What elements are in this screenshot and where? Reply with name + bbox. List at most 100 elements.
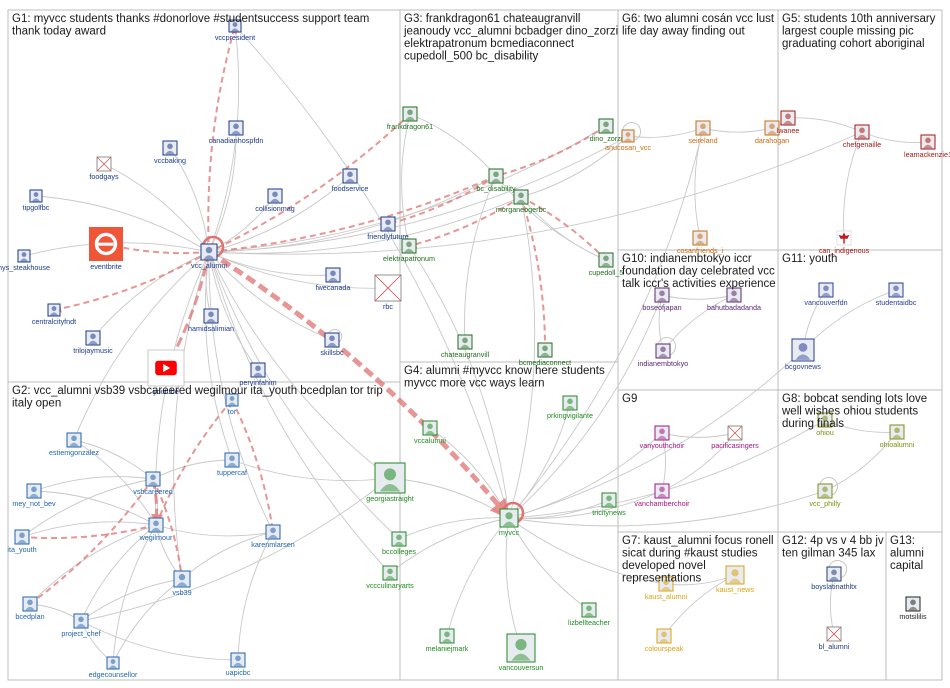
node-rbc: rbc [374, 274, 402, 311]
profile-photo-icon [658, 576, 674, 592]
group-title-g9: G9 [622, 393, 637, 405]
edge-morganeogerbc-anucosan_vcc [520, 135, 629, 198]
profile-photo-icon [325, 267, 341, 283]
missing-image-icon [96, 156, 112, 172]
profile-photo-icon [457, 334, 473, 350]
profile-photo-icon [148, 517, 164, 533]
node-foodservice: foodservice [332, 168, 368, 193]
profile-photo-icon [230, 652, 246, 668]
group-box-g11 [777, 249, 943, 391]
edge-strong-morganeogerbc-elektrapatronum [408, 196, 522, 249]
node-myvcc: myvcc [499, 508, 520, 537]
group-title-line: G5: students 10th anniversary [782, 13, 936, 25]
node-bc-disability: bc_disability [476, 168, 516, 193]
edge-project_chef-uapicbc [80, 620, 239, 663]
group-title-line: G7: kaust_alumni focus ronell [622, 535, 774, 547]
node-youtube: youtube [147, 349, 185, 396]
profile-photo-icon [145, 471, 161, 487]
edge-wegilmour-mey_not_bev [33, 488, 157, 526]
edge-strong-bc_disability-friendlyfuture [387, 175, 497, 227]
profile-photo-icon [488, 168, 504, 184]
maple-leaf-icon [836, 230, 852, 246]
node-seireland: seireland [688, 120, 718, 145]
edge-myvcc-morganeogerbc [508, 196, 536, 519]
group-title-g11: G11: youth [782, 253, 837, 265]
node-vancouverfdn: vancouverfdn [804, 282, 848, 307]
profile-photo-icon [342, 168, 358, 184]
node-vanyouthchoir: vanyouthchoir [640, 425, 685, 450]
edge-bc_disability-frankdragon61 [409, 113, 497, 177]
node-project-chef: project_chef [61, 613, 101, 638]
node-prkingvigilante: prkingvigilante [547, 395, 593, 420]
node-friendlyfuture: friendlyfuture [367, 216, 409, 241]
profile-photo-icon [324, 332, 340, 348]
group-title-line: ten gilman 345 lax [782, 548, 876, 560]
node-label: vsb39 [172, 588, 191, 597]
node-vccalumni: vccalumni [414, 420, 446, 445]
group-title-g3: G3: frankdragon61 chateaugranvilljeanoud… [403, 13, 618, 63]
group-title-line: representations [622, 573, 702, 585]
node-label: edgecounsellor [89, 670, 138, 679]
node-label: collisionmag [255, 204, 295, 213]
node-label: vccalumni [414, 436, 446, 445]
edge-strong-morganeogerbc-cupedoll_500 [520, 196, 607, 261]
node-label: wegilmour [139, 533, 173, 542]
node-edgecounsellor: edgecounsellor [89, 656, 138, 679]
node-ohioalumni: ohioalumni [880, 424, 915, 449]
edge-myvcc-seireland [508, 127, 705, 519]
node-pacificasingers: pacificasingers [711, 425, 759, 450]
node-label: elektrapatronum [383, 254, 435, 263]
profile-photo-icon [85, 330, 101, 346]
edge-tuppercaf-georgiastraight [231, 459, 391, 482]
node-leamackenzie1: leamackenzie1 [904, 134, 950, 159]
node-label: boyslatinathltx [811, 582, 857, 591]
node-label: ita_youth [7, 545, 36, 554]
profile-photo-icon [920, 134, 936, 150]
node-foodgays: foodgays [89, 156, 119, 181]
group-title-g4: G4: alumni #myvcc know here studentsmyvc… [404, 365, 605, 390]
edge-myvcc-vcc_philly [508, 489, 826, 527]
node-label: ohiou [816, 428, 834, 437]
profile-photo-icon [513, 189, 529, 205]
edge-bc_disability-chateaugranvill [462, 175, 497, 343]
profile-photo-icon [225, 393, 239, 407]
node-label: tuppercaf [217, 468, 247, 477]
profile-photo-icon [854, 124, 870, 140]
group-title-line: G2: vcc_alumni vsb39 vsbcareered wegilmo… [12, 385, 383, 397]
node-label: chateaugranvill [441, 350, 490, 359]
node-label: centralcityfndt [32, 317, 76, 326]
node-label: melaniejmark [426, 644, 469, 653]
node-eventbrite: eventbrite [89, 227, 123, 271]
node-tor: tor [225, 393, 239, 416]
profile-photo-icon [656, 628, 672, 644]
node-frankdragon61: frankdragon61 [387, 106, 433, 131]
node-layer: vccpresidentcanadianhospfdnvccbakingfood… [0, 19, 950, 679]
node-label: chefgenaille [843, 140, 881, 149]
group-title-g2: G2: vcc_alumni vsb39 vsbcareered wegilmo… [12, 385, 383, 410]
node-label: tricitynews [592, 508, 626, 517]
edge-wegilmour-ita_youth [21, 521, 157, 539]
node-georgiastraight: georgiastraight [366, 462, 414, 503]
node-label: eventbrite [90, 262, 122, 271]
node-label: vccbaking [154, 156, 186, 165]
profile-photo-icon [402, 106, 418, 122]
profile-photo-icon [17, 249, 31, 263]
node-mey-not-bev: mey_not_bev [12, 483, 56, 508]
node-uapicbc: uapicbc [226, 652, 251, 677]
node-vcc-alumni: vcc_alumni [191, 243, 227, 270]
node-ita-youth: ita_youth [7, 529, 37, 554]
edge-strong-vcc_alumni-centralcityfndt [53, 251, 210, 313]
group-title-line: G6: two alumni cosán vcc lust [622, 13, 775, 25]
profile-photo-icon [506, 633, 536, 663]
node-label: kaust_news [716, 585, 754, 594]
node-trilojaymusic: trilojaymusic [73, 330, 113, 355]
edge-myvcc-melaniejmark [445, 517, 510, 637]
profile-photo-icon [380, 216, 396, 232]
edge-vcc_alumni-foodgays [103, 163, 210, 253]
node-hamidsalimian: hamidsalimian [188, 308, 234, 333]
node-wegilmour: wegilmour [139, 517, 173, 542]
edge-vcc_alumni-tipgolfbc [35, 193, 210, 253]
profile-photo-icon [162, 140, 178, 156]
